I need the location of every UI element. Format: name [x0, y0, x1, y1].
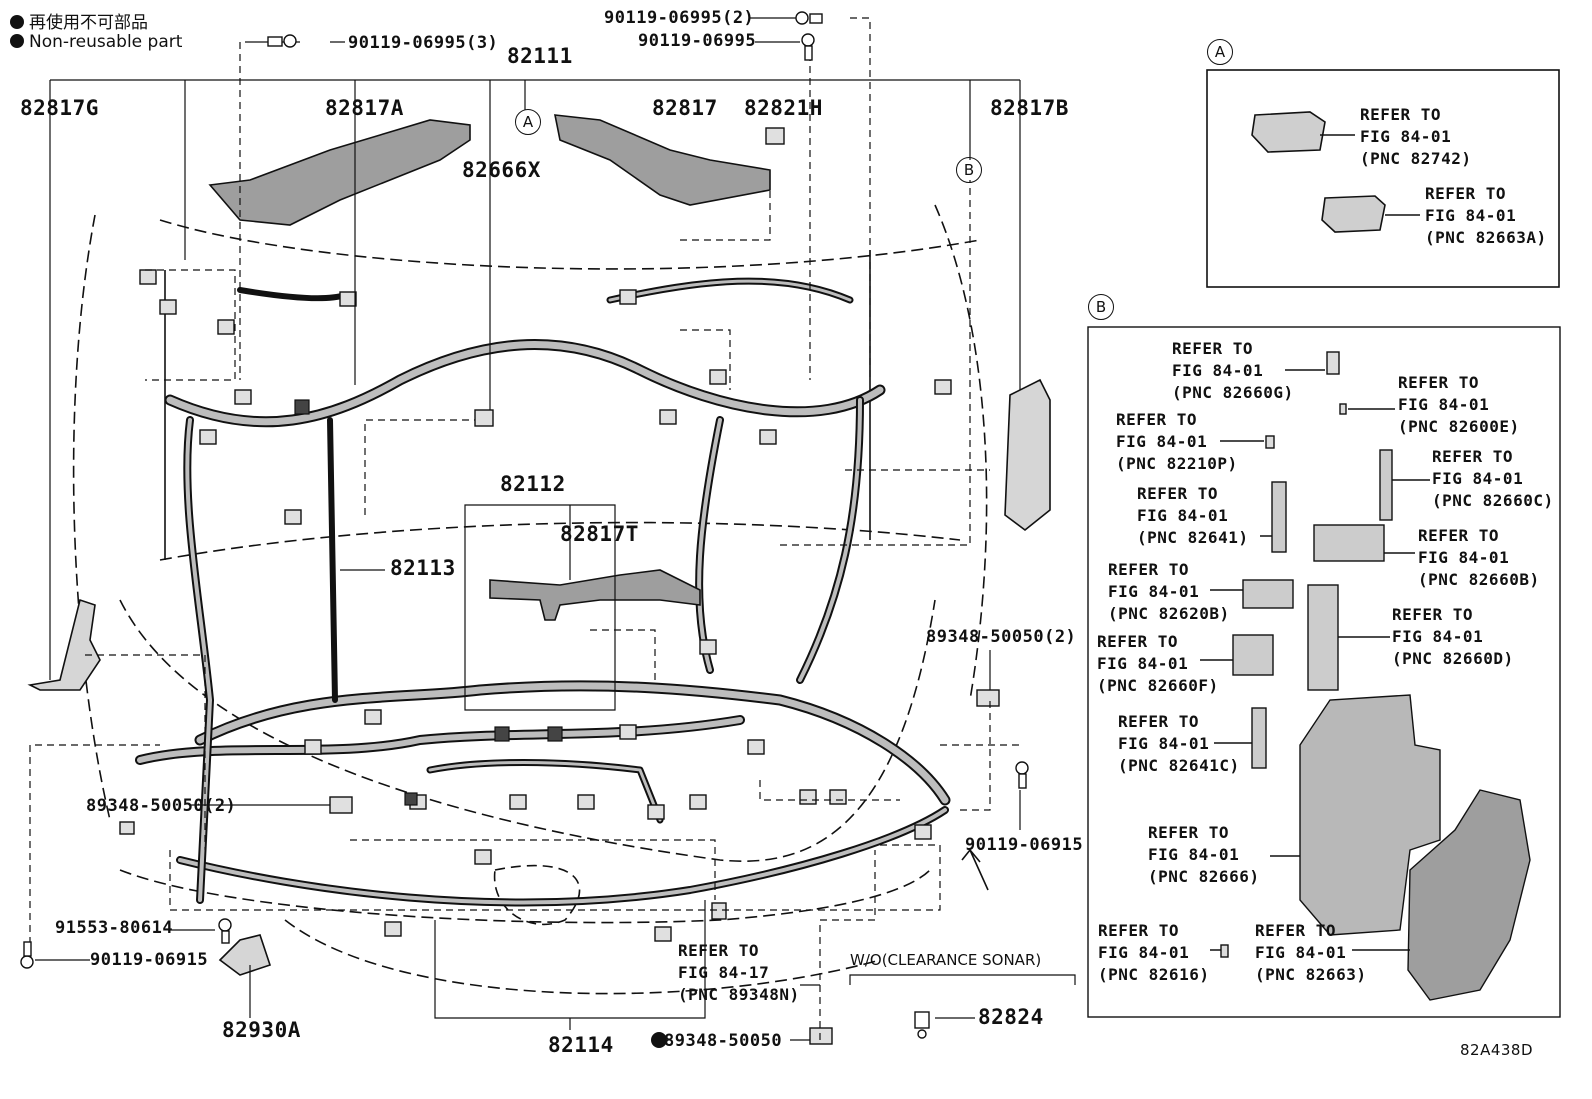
relay-82641C-icon [1251, 707, 1267, 769]
part-82113[interactable]: 82113 [390, 556, 456, 580]
non-reusable-dot-icon [10, 15, 24, 29]
body-outline [159, 219, 981, 270]
inset-a-label: A [1207, 39, 1233, 65]
part-82821H[interactable]: 82821H [744, 96, 823, 120]
legend-en-text: Non-reusable part [29, 32, 183, 52]
inset-b-ref-82660D[interactable]: REFER TO FIG 84-01 (PNC 82660D) [1392, 605, 1514, 668]
bolt-icon [267, 34, 297, 48]
block-82660D-icon [1307, 584, 1339, 691]
part-82817[interactable]: 82817 [652, 96, 718, 120]
inset-a-ref-82663A[interactable]: REFER TO FIG 84-01 (PNC 82663A) [1425, 184, 1547, 247]
callout-b-circle: B [956, 157, 982, 183]
protector-82817A [208, 119, 471, 226]
connector-82663A-icon [1321, 195, 1386, 233]
fastener-90119-06995[interactable]: 90119-06995 [638, 31, 757, 51]
fastener-90119-06915-right[interactable]: 90119-06915 [965, 835, 1084, 855]
fastener-91553-80614[interactable]: 91553-80614 [55, 918, 174, 938]
part-82817T[interactable]: 82817T [560, 522, 639, 546]
bolt-icon [795, 11, 823, 25]
box-82666-icon [1299, 694, 1441, 936]
relay-82660F-icon [1232, 634, 1274, 676]
part-82817B[interactable]: 82817B [990, 96, 1069, 120]
bolt-icon [801, 33, 815, 61]
inset-b-ref-82663[interactable]: REFER TO FIG 84-01 (PNC 82663) [1255, 921, 1367, 984]
junction-block [1004, 378, 1051, 532]
inset-b-ref-82660G[interactable]: REFER TO FIG 84-01 (PNC 82660G) [1172, 339, 1294, 402]
inset-b-ref-82641[interactable]: REFER TO FIG 84-01 (PNC 82641) [1137, 484, 1249, 547]
inset-b-ref-82660B[interactable]: REFER TO FIG 84-01 (PNC 82660B) [1418, 526, 1540, 589]
part-82112[interactable]: 82112 [500, 472, 566, 496]
fuse-82600E-icon [1339, 403, 1347, 415]
non-reusable-dot-icon [651, 1032, 667, 1048]
protector-82817 [554, 114, 771, 206]
inset-b-frame [1087, 326, 1561, 1018]
fastener-89348-50050-2-left[interactable]: 89348-50050(2) [86, 796, 237, 816]
inset-a-ref-82742[interactable]: REFER TO FIG 84-01 (PNC 82742) [1360, 105, 1472, 168]
part-82114[interactable]: 82114 [548, 1033, 614, 1057]
protector-82817T [489, 569, 701, 621]
inset-b-ref-82641C[interactable]: REFER TO FIG 84-01 (PNC 82641C) [1118, 712, 1240, 775]
block-82660C-icon [1379, 449, 1393, 521]
cover-82663-icon [1407, 789, 1531, 1001]
figure-code: 82A438D [1460, 1041, 1534, 1059]
bracket-82930A [218, 934, 272, 976]
inset-b-ref-82616[interactable]: REFER TO FIG 84-01 (PNC 82616) [1098, 921, 1210, 984]
legend-japanese: 再使用不可部品 [10, 8, 148, 33]
inset-b-label: B [1088, 294, 1114, 320]
relay-82641-icon [1271, 481, 1287, 553]
inset-b-ref-82660F[interactable]: REFER TO FIG 84-01 (PNC 82660F) [1097, 632, 1219, 695]
note-without-clearance-sonar: W/O(CLEARANCE SONAR) [850, 951, 1042, 969]
part-82817G[interactable]: 82817G [20, 96, 99, 120]
clip-icon [914, 1011, 930, 1039]
relay-82660B-icon [1313, 524, 1385, 562]
fuse-82616-icon [1220, 944, 1229, 958]
fastener-90119-06915-left[interactable]: 90119-06915 [90, 950, 209, 970]
legend-jp-text: 再使用不可部品 [29, 13, 148, 33]
fastener-90119-06995-3[interactable]: 90119-06995(3) [348, 33, 499, 53]
inset-b-ref-82666[interactable]: REFER TO FIG 84-01 (PNC 82666) [1148, 823, 1260, 886]
refer-89348N[interactable]: REFER TO FIG 84-17 (PNC 89348N) [678, 941, 800, 1004]
relay-82620B-icon [1242, 579, 1294, 609]
bolt-icon [20, 941, 34, 969]
relay-82660G-icon [1326, 351, 1340, 375]
legend-english: Non-reusable part [10, 32, 182, 52]
part-82666X[interactable]: 82666X [462, 158, 541, 182]
inset-b-ref-82210P[interactable]: REFER TO FIG 84-01 (PNC 82210P) [1116, 410, 1238, 473]
inset-b-ref-82620B[interactable]: REFER TO FIG 84-01 (PNC 82620B) [1108, 560, 1230, 623]
non-reusable-dot-icon [10, 34, 24, 48]
inset-a-frame [1206, 69, 1560, 288]
bracket-82817G [27, 598, 101, 691]
callout-a-circle: A [515, 109, 541, 135]
part-82817A[interactable]: 82817A [325, 96, 404, 120]
part-82824[interactable]: 82824 [978, 1005, 1044, 1029]
part-82930A[interactable]: 82930A [222, 1018, 301, 1042]
inset-b-ref-82660C[interactable]: REFER TO FIG 84-01 (PNC 82660C) [1432, 447, 1554, 510]
part-82111[interactable]: 82111 [507, 44, 573, 68]
connector-82742-icon [1251, 111, 1326, 153]
bolt-icon [1015, 761, 1029, 789]
fastener-89348-50050-2-right[interactable]: 89348-50050(2) [926, 627, 1077, 647]
fuse-82210P-icon [1265, 435, 1275, 449]
inset-b-ref-82600E[interactable]: REFER TO FIG 84-01 (PNC 82600E) [1398, 373, 1520, 436]
fastener-89348-50050[interactable]: 89348-50050 [664, 1031, 783, 1051]
fastener-90119-06995-2[interactable]: 90119-06995(2) [604, 8, 755, 28]
bolt-icon [218, 918, 232, 944]
